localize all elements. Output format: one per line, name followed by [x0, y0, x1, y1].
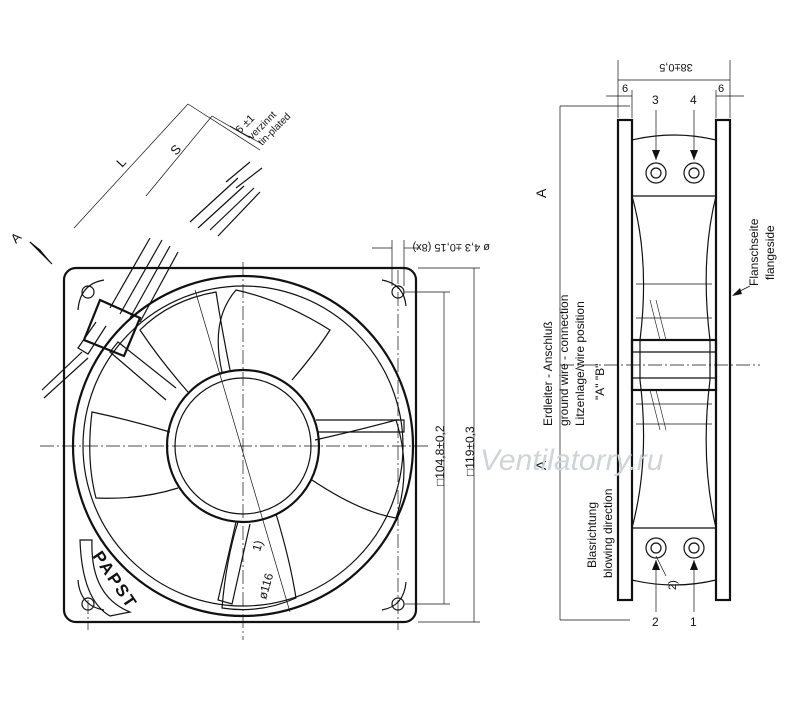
marker-4: 4 — [690, 93, 697, 107]
boss — [683, 162, 705, 184]
front-view: ø116 1) PAPST □104,8±0,2 □119±0,3 ø 4,3 … — [40, 237, 490, 640]
marker-3: 3 — [652, 93, 659, 107]
left-flange — [616, 118, 634, 602]
dimension-hole-spacing: □104,8±0,2 — [433, 425, 447, 486]
strut — [109, 341, 177, 401]
view-marker-a-right: A — [533, 460, 549, 470]
diameter-line — [194, 289, 291, 613]
flange-right-dimension: 6 — [718, 83, 724, 95]
fan-blade — [139, 291, 231, 393]
strip-length-label: S — [167, 141, 184, 158]
flange-side-en: flangeside — [763, 225, 777, 280]
view-marker-a-top: A — [533, 188, 549, 198]
ground-wire-de: Erdleiter - Anschluß — [541, 321, 555, 426]
wire-position-ab: "A" "B" — [593, 364, 607, 400]
strut — [217, 521, 251, 605]
view-marker-a: A — [8, 229, 25, 246]
fan-blade — [217, 289, 331, 381]
blowing-direction-de: Blasrichtung — [585, 502, 599, 568]
flange-left-dimension: 6 — [622, 83, 628, 95]
marker-2: 2 — [652, 615, 659, 629]
ground-wire-en: ground wire - connection — [557, 295, 571, 426]
boss — [645, 537, 667, 559]
note-2: 2) — [667, 580, 679, 590]
mounting-hole — [81, 285, 95, 299]
fan-blade — [89, 411, 179, 499]
wire-position-de: Litzenlage/wire position — [573, 301, 587, 426]
strut — [316, 419, 405, 433]
fan-blade — [311, 419, 405, 519]
fan-blade — [221, 513, 297, 611]
boss — [683, 537, 705, 559]
depth-dimension: 38±0,5 — [659, 61, 693, 73]
cable-length-label: L — [113, 155, 129, 171]
cable-dimensions: L S 6 ±1 verzinnt tin-plated — [73, 103, 293, 237]
dimension-frame-size: □119±0,3 — [463, 426, 477, 476]
hole-dimension: ø 4,3 ±0,15 (8x) — [412, 241, 490, 253]
blowing-direction-en: blowing direction — [601, 489, 615, 578]
cable-gland — [82, 298, 142, 358]
side-view: 38±0,5 6 6 3 4 2 1 2) Flanschseite flang… — [533, 60, 777, 629]
marker-1: 1 — [690, 615, 697, 629]
fan-blades — [89, 289, 405, 611]
diameter-dimension: ø116 — [255, 571, 276, 601]
right-flange — [714, 118, 732, 602]
fan-frame-outline — [62, 266, 418, 624]
flange-side-de: Flanschseite — [747, 218, 761, 286]
watermark: Ventilatorry.ru — [480, 444, 664, 477]
boss — [645, 162, 667, 184]
diameter-note: 1) — [249, 539, 265, 553]
